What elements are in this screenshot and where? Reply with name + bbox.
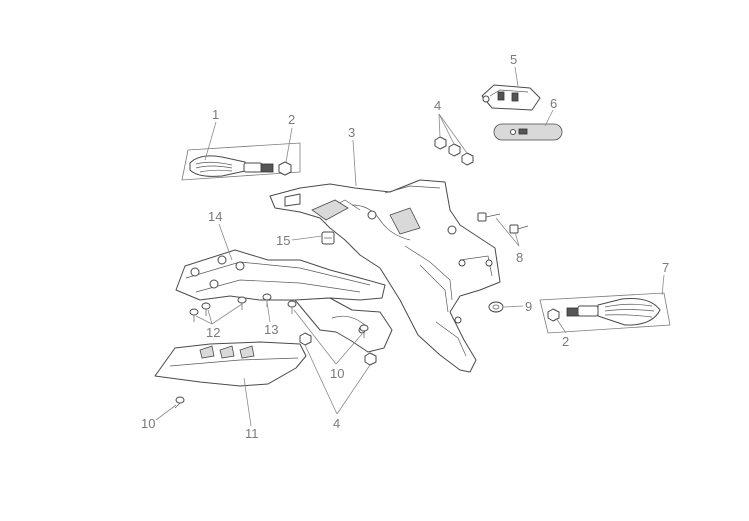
rear-fender-bracket [269,179,501,373]
leader-lines [155,66,665,427]
screw [174,396,185,409]
nut [278,161,292,176]
bolt [477,212,501,222]
callout-13: 13 [264,322,278,337]
left-turn-signal-stem [243,162,263,173]
screw [287,300,297,314]
callout-9: 9 [525,299,532,314]
callout-4-bottom: 4 [333,416,340,431]
license-plate-light [481,84,541,111]
left-turn-signal-assembly [181,142,301,181]
nut [461,152,474,166]
clip [321,231,335,245]
callout-8: 8 [516,250,523,265]
callout-3: 3 [348,125,355,140]
nut [299,332,312,346]
nut [364,352,377,366]
right-turn-signal-nut [547,308,560,322]
screw [359,324,369,338]
right-turn-signal-lens [597,298,661,326]
right-turn-signal-box [539,292,671,334]
right-turn-signal-thread [566,307,580,317]
bolt [509,224,529,234]
callout-5: 5 [510,52,517,67]
callout-7: 7 [662,260,669,275]
callout-10-left: 10 [141,416,155,431]
callouts: 1 2 3 4 5 6 7 8 9 2 14 15 12 13 10 4 10 … [141,52,669,441]
callout-11: 11 [245,426,259,441]
left-turn-signal-box [181,142,301,181]
callout-15: 15 [276,233,290,248]
callout-1: 1 [212,107,219,122]
nut [434,136,447,150]
callout-2-right: 2 [562,334,569,349]
lower-cover [154,341,307,387]
callout-2-left: 2 [288,112,295,127]
hardware [174,136,529,409]
callout-4-top: 4 [434,98,441,113]
right-turn-signal-stem [577,305,599,317]
callout-12: 12 [206,325,220,340]
nut [448,143,461,157]
screw [201,302,211,316]
right-turn-signal-assembly [539,292,671,334]
callout-14: 14 [208,209,222,224]
screw [189,308,199,322]
left-turn-signal-thread [260,163,274,173]
plate-light-lens [493,123,563,141]
grommet [488,301,504,313]
screw [237,296,247,310]
callout-10-center: 10 [330,366,344,381]
callout-6: 6 [550,96,557,111]
